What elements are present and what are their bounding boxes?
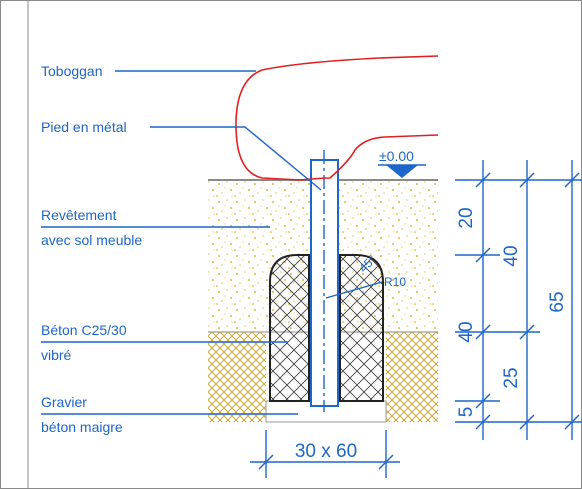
dim-65: 65	[547, 291, 568, 312]
label-toboggan: Toboggan	[41, 63, 103, 79]
tick-7	[519, 324, 535, 340]
radius-leader	[325, 281, 383, 299]
tick-base-right	[378, 454, 394, 470]
tick-5	[475, 414, 491, 430]
label-revetement-1: Revêtement	[41, 207, 117, 223]
tick-10	[564, 414, 580, 430]
tick-3	[475, 324, 491, 340]
label-beton-1: Béton C25/30	[41, 322, 127, 338]
tick-2	[475, 247, 491, 263]
gravel-layer-right	[386, 332, 438, 422]
dim-base: 30 x 60	[295, 441, 357, 462]
tick-1	[475, 172, 491, 188]
tick-6	[519, 172, 535, 188]
tick-4	[475, 393, 491, 409]
concrete-block-right	[339, 254, 384, 402]
dim-25: 25	[501, 367, 522, 388]
label-gravier-2: béton maigre	[41, 419, 123, 435]
dim-40-lower: 40	[456, 321, 477, 342]
gravel-layer-left	[208, 332, 266, 422]
tick-base-left	[258, 454, 274, 470]
tick-9	[564, 172, 580, 188]
label-revetement-2: avec sol meuble	[41, 232, 142, 248]
tick-8	[519, 414, 535, 430]
dim-40-upper: 40	[501, 245, 522, 266]
label-pied: Pied en métal	[41, 119, 127, 135]
radius-label: R10	[384, 275, 406, 289]
slide-profile	[235, 55, 439, 181]
label-beton-2: vibré	[41, 347, 72, 363]
label-gravier-1: Gravier	[41, 394, 87, 410]
dim-5: 5	[456, 407, 477, 418]
level-label: ±0.00	[379, 148, 414, 164]
leader-pied	[150, 126, 322, 191]
level-triangle	[386, 165, 418, 178]
dim-20: 20	[456, 207, 477, 228]
concrete-block-left	[269, 254, 310, 402]
